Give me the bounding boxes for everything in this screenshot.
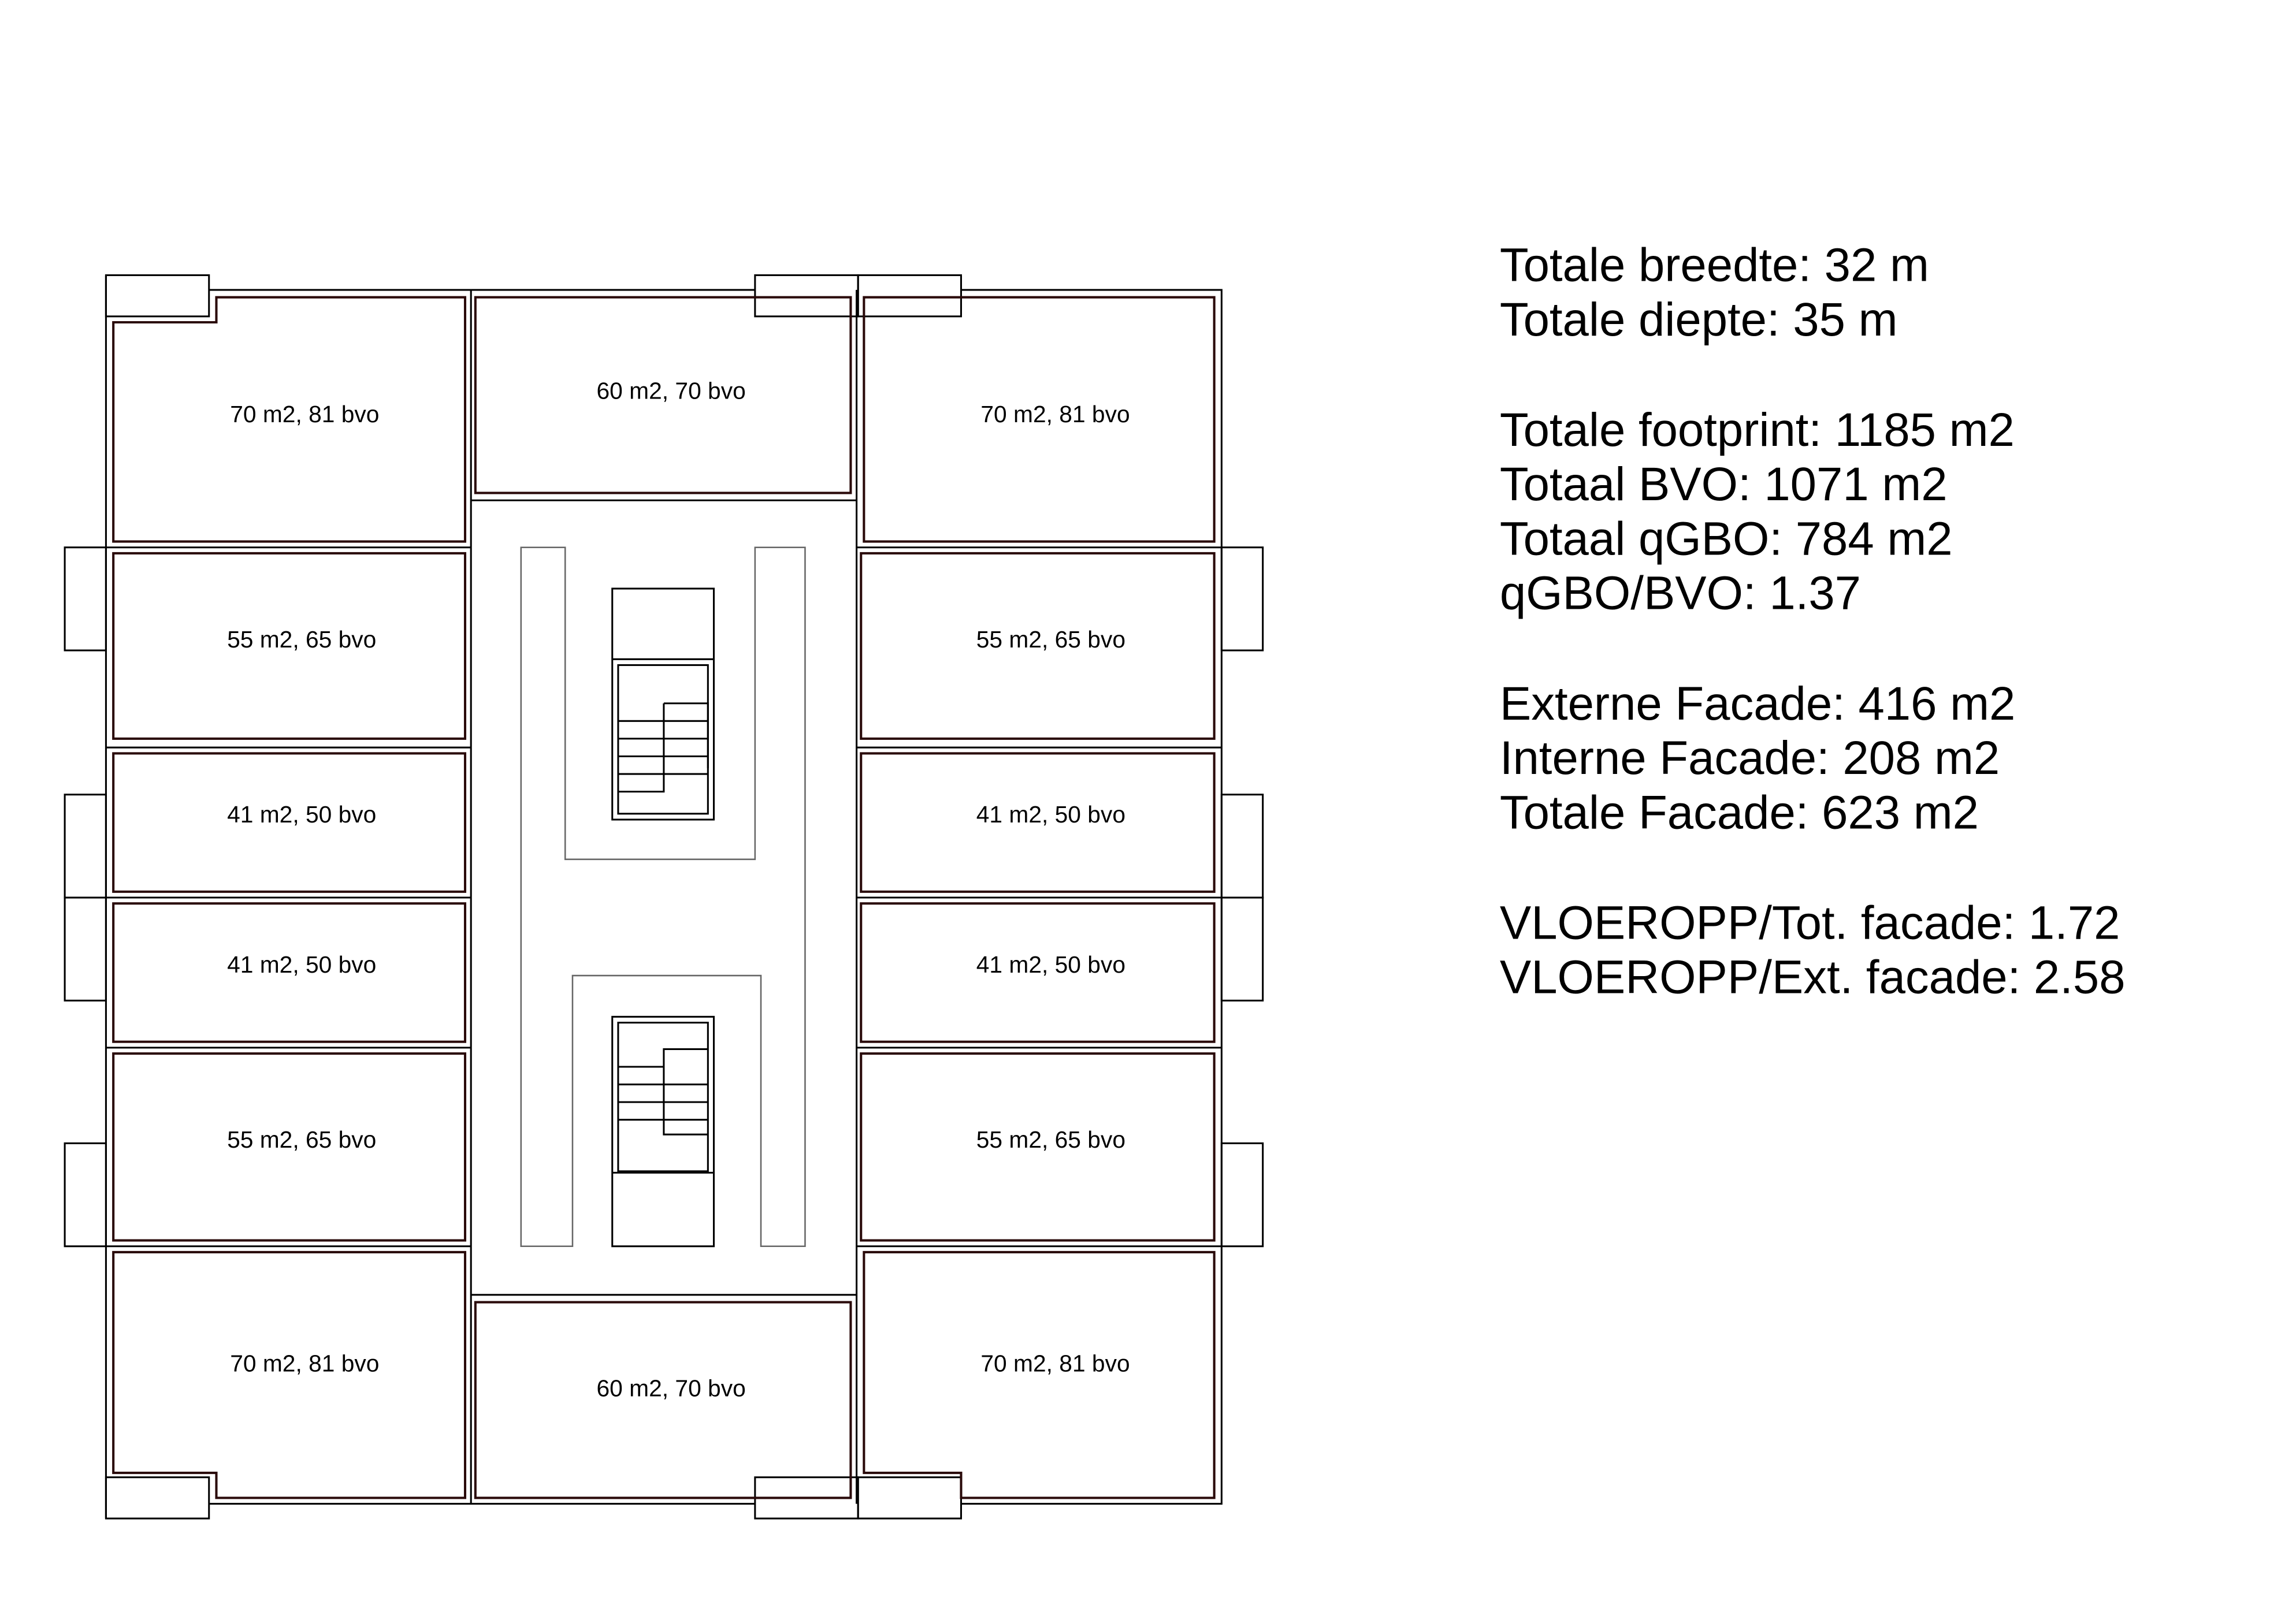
stat-qgbo: Totaal qGBO: 784 m2 [1500,512,1953,565]
room-label: 41 m2, 50 bvo [976,801,1125,828]
stat-width: Totale breedte: 32 m [1500,239,1929,292]
floor-plan: 70 m2, 81 bvo 60 m2, 70 bvo 70 m2, 81 bv… [64,274,1264,1520]
room-label: 41 m2, 50 bvo [976,951,1125,978]
stat-ratio-ext-facade: VLOEROPP/Ext. facade: 2.58 [1500,951,2126,1004]
stat-bvo: Totaal BVO: 1071 m2 [1500,458,1948,511]
apartments [112,296,1216,1499]
staircase-lower [611,1015,715,1248]
stat-footprint: Totale footprint: 1185 m2 [1500,404,2015,456]
room-label: 41 m2, 50 bvo [227,801,376,828]
building-outline [105,275,1223,1519]
stat-int-facade: Interne Facade: 208 m2 [1500,732,2000,784]
room-label: 60 m2, 70 bvo [597,1375,746,1402]
statistics-panel: Totale breedte: 32 m Totale diepte: 35 m… [1500,239,2126,1004]
stat-qgbo-bvo: qGBO/BVO: 1.37 [1500,567,1861,620]
room-label: 55 m2, 65 bvo [227,626,376,653]
room-label: 70 m2, 81 bvo [980,1350,1130,1376]
room-labels: 70 m2, 81 bvo 60 m2, 70 bvo 70 m2, 81 bv… [227,377,1130,1401]
room-label: 55 m2, 65 bvo [976,626,1125,653]
room-label: 55 m2, 65 bvo [976,1126,1125,1153]
room-label: 41 m2, 50 bvo [227,951,376,978]
room-label: 70 m2, 81 bvo [980,401,1130,427]
stat-tot-facade: Totale Facade: 623 m2 [1500,786,1979,839]
core-corridor [520,546,806,1248]
stat-ratio-tot-facade: VLOEROPP/Tot. facade: 1.72 [1500,896,2120,949]
staircase-upper [611,587,715,821]
room-label: 70 m2, 81 bvo [230,401,379,427]
stat-ext-facade: Externe Facade: 416 m2 [1500,678,2015,730]
room-label: 55 m2, 65 bvo [227,1126,376,1153]
room-label: 70 m2, 81 bvo [230,1350,379,1376]
room-label: 60 m2, 70 bvo [597,377,746,404]
stat-depth: Totale diepte: 35 m [1500,293,1898,346]
